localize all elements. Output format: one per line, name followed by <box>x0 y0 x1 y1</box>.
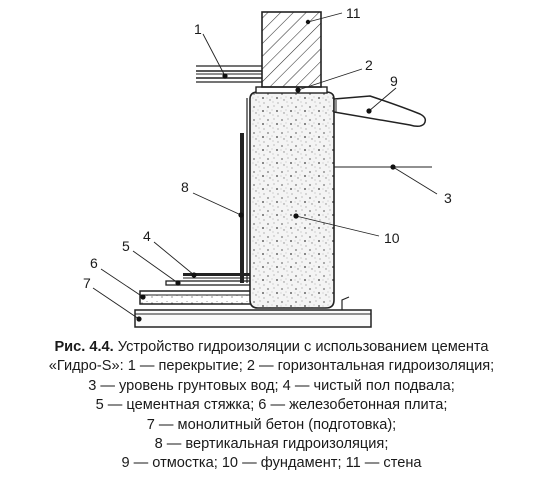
wall <box>261 11 322 88</box>
horizontal-waterproofing <box>255 86 328 94</box>
floor-slab <box>196 65 262 83</box>
caption-line-2: «Гидро-S»: 1 — перекрытие; 2 — горизонта… <box>48 358 495 375</box>
caption-line-7: 9 — отмостка; 10 — фундамент; 11 — стена <box>121 455 422 472</box>
basement-floor <box>183 273 250 279</box>
vertical-waterproofing <box>240 98 248 283</box>
waterproofing-diagram: 1 2 3 4 5 6 7 8 9 10 11 <box>83 5 452 328</box>
label-7: 7 <box>83 275 91 291</box>
label-2: 2 <box>365 57 373 73</box>
label-1: 1 <box>194 21 202 37</box>
blind-area <box>333 95 427 128</box>
label-8: 8 <box>181 179 189 195</box>
caption-line-1: Рис. 4.4. Устройство гидроизоляции с исп… <box>0 338 543 357</box>
leader-dots <box>136 19 396 322</box>
label-10: 10 <box>384 230 400 246</box>
label-3: 3 <box>444 190 452 206</box>
caption-line-3: 3 — уровень грунтовых вод; 4 — чистый по… <box>88 377 455 394</box>
caption-prefix: Рис. 4.4. <box>54 339 114 355</box>
label-11: 11 <box>346 5 361 21</box>
label-5: 5 <box>122 238 130 254</box>
figure-caption: Рис. 4.4. Устройство гидроизоляции с исп… <box>0 338 543 474</box>
reinforced-concrete-slab <box>139 290 273 305</box>
monolithic-concrete-base <box>134 296 372 328</box>
caption-title: Устройство гидроизоляции с использование… <box>113 339 489 355</box>
caption-line-5: 7 — монолитный бетон (подготовка); <box>146 416 397 433</box>
leader-lines <box>92 12 438 320</box>
label-6: 6 <box>90 255 98 271</box>
label-9: 9 <box>390 73 398 89</box>
caption-line-4: 5 — цементная стяжка; 6 — железобетонная… <box>95 397 448 414</box>
label-4: 4 <box>143 228 151 244</box>
caption-line-6: 8 — вертикальная гидроизоляция; <box>154 436 389 453</box>
foundation <box>249 91 335 309</box>
